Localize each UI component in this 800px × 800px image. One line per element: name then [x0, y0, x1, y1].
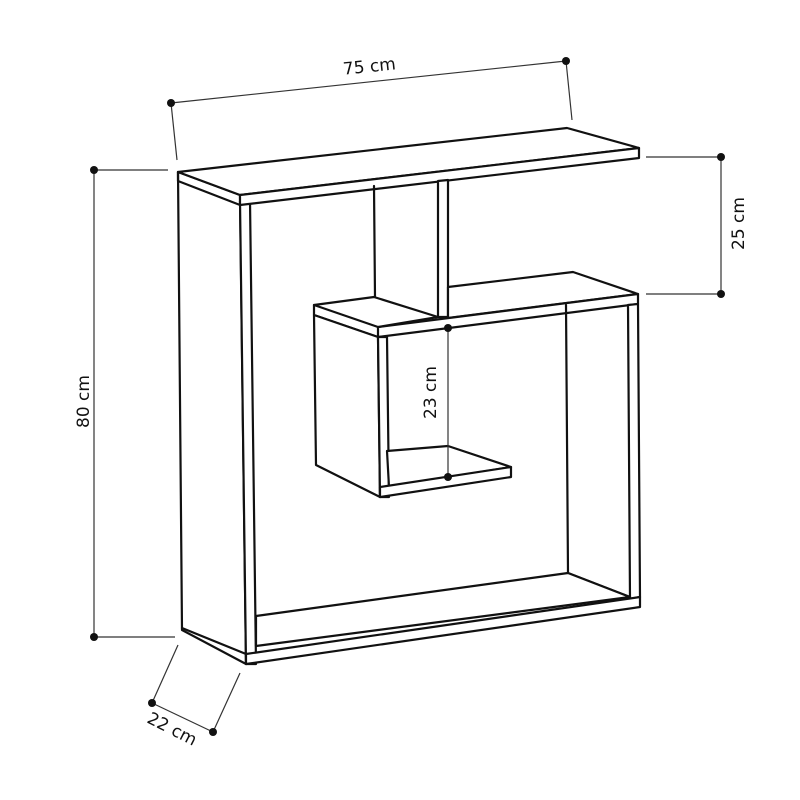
depth-dimension: 22 cm	[144, 644, 241, 751]
right-panel-front-edge	[626, 302, 642, 601]
bottom-board-side-edge	[180, 626, 248, 656]
top-board-front-edge	[238, 146, 641, 207]
top-compartment-dimension: 25 cm	[646, 153, 749, 298]
cubby-left-panel	[312, 313, 382, 499]
top-compartment-endpoint-top	[717, 153, 725, 161]
shelf-unit	[176, 126, 642, 666]
top-compartment-label: 25 cm	[729, 197, 749, 250]
cubby-endpoint-bottom	[444, 473, 452, 481]
right-panel-inner-back	[564, 303, 570, 575]
width-endpoint-left	[167, 99, 175, 107]
top-board-side-edge	[176, 170, 242, 207]
width-endpoint-right	[562, 57, 570, 65]
depth-label: 22 cm	[144, 709, 200, 751]
vertical-divider	[436, 178, 450, 319]
top-back-divider	[372, 184, 377, 299]
cubby-endpoint-top	[444, 324, 452, 332]
depth-endpoint-left	[148, 699, 156, 707]
cubby-dimension: 23 cm	[421, 324, 452, 481]
height-endpoint-top	[90, 166, 98, 174]
left-side-panel	[176, 170, 248, 666]
height-label: 80 cm	[74, 375, 94, 428]
cubby-top-surface	[312, 295, 440, 329]
bottom-board-front-edge	[244, 595, 642, 666]
height-endpoint-bottom	[90, 633, 98, 641]
width-label: 75 cm	[342, 54, 397, 79]
cubby-bottom-front-edge	[378, 465, 513, 499]
bottom-board-surface	[254, 571, 632, 648]
top-compartment-endpoint-bottom	[717, 290, 725, 298]
cubby-label: 23 cm	[421, 366, 441, 419]
height-dimension: 80 cm	[74, 166, 175, 641]
width-dimension: 75 cm	[167, 54, 573, 161]
depth-endpoint-right	[209, 728, 217, 736]
